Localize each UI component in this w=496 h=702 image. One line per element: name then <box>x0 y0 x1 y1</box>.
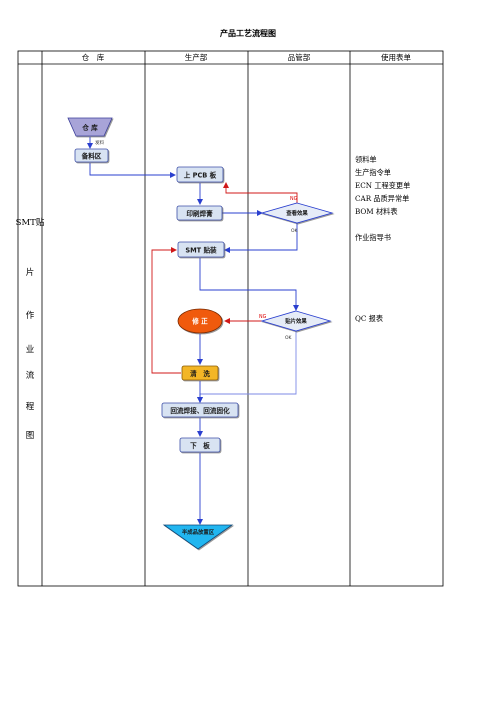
column-header-warehouse: 仓 库 <box>82 52 105 62</box>
prep-node: 备料区 <box>74 148 109 163</box>
side-label-line: 流 <box>26 370 35 381</box>
ok-label: OK <box>291 228 299 234</box>
warehouse-node: 仓 库 <box>67 117 113 137</box>
page-title: 产品工艺流程图 <box>220 29 276 38</box>
unload-node: 下 板 <box>179 437 221 453</box>
side-label-line: 作 <box>26 310 35 321</box>
warehouse-label: 仓 库 <box>81 123 98 132</box>
form-item: QC 报表 <box>355 314 383 323</box>
paste-check-decision: 查看效果 <box>260 202 334 224</box>
issue-label: 发料 <box>95 139 104 146</box>
print-node: 印刷焊膏 <box>176 205 223 221</box>
arrow-ok-smt <box>224 223 298 253</box>
ok-label: OK <box>285 335 293 341</box>
side-label-line: 业 <box>26 344 35 355</box>
ng-label: NG <box>259 314 267 320</box>
pcb-label: 上 PCB 板 <box>184 171 217 180</box>
arrow-clean-smt <box>151 247 181 374</box>
paste-check-label: 查看效果 <box>286 209 308 217</box>
form-item: ECN 工程变更单 <box>355 181 410 190</box>
forms-list: 领料单 生产指令单 ECN 工程变更单 CAR 品质异常单 BOM 材料表 作业… <box>355 155 410 323</box>
form-item: 生产指令单 <box>355 168 391 177</box>
reflow-label: 回流焊接、回流固化 <box>170 406 230 415</box>
reflow-node: 回流焊接、回流固化 <box>161 402 239 418</box>
arrow-ng-pcb <box>223 182 298 204</box>
smt-node: SMT 贴装 <box>177 241 225 258</box>
clean-node: 清 洗 <box>181 365 219 381</box>
column-header-production: 生产部 <box>185 52 208 62</box>
prep-label: 备料区 <box>81 152 102 161</box>
form-item: CAR 品质异常单 <box>355 194 409 203</box>
side-label: SMT贴 片 作 业 流 程 图 <box>16 217 45 441</box>
arrow-smt-placecheck <box>199 258 299 311</box>
correct-node: 修 正 <box>177 308 223 334</box>
finished-label: 半成品放置区 <box>182 528 215 536</box>
connectors <box>87 137 299 525</box>
form-item: 领料单 <box>355 155 377 164</box>
correct-label: 修 正 <box>191 317 208 326</box>
form-item: BOM 材料表 <box>355 207 398 216</box>
form-item: 作业指导书 <box>355 233 391 242</box>
side-label-line: SMT贴 <box>16 217 45 228</box>
column-header-forms: 使用表单 <box>381 52 411 62</box>
print-label: 印刷焊膏 <box>186 209 213 218</box>
side-label-line: 片 <box>26 267 35 278</box>
arrow-prep-pcb <box>89 163 176 178</box>
finished-node: 半成品放置区 <box>162 524 234 550</box>
column-header-qc: 品管部 <box>288 52 311 62</box>
unload-label: 下 板 <box>190 441 210 450</box>
place-check-label: 贴片效果 <box>285 317 307 325</box>
clean-label: 清 洗 <box>190 369 210 378</box>
pcb-node: 上 PCB 板 <box>176 166 224 183</box>
place-check-decision: 贴片效果 <box>260 310 332 332</box>
table-grid <box>17 50 444 587</box>
side-label-line: 图 <box>26 431 35 441</box>
ng-label: NG <box>290 196 298 202</box>
side-label-line: 程 <box>26 402 35 412</box>
smt-label: SMT 贴装 <box>185 246 217 255</box>
